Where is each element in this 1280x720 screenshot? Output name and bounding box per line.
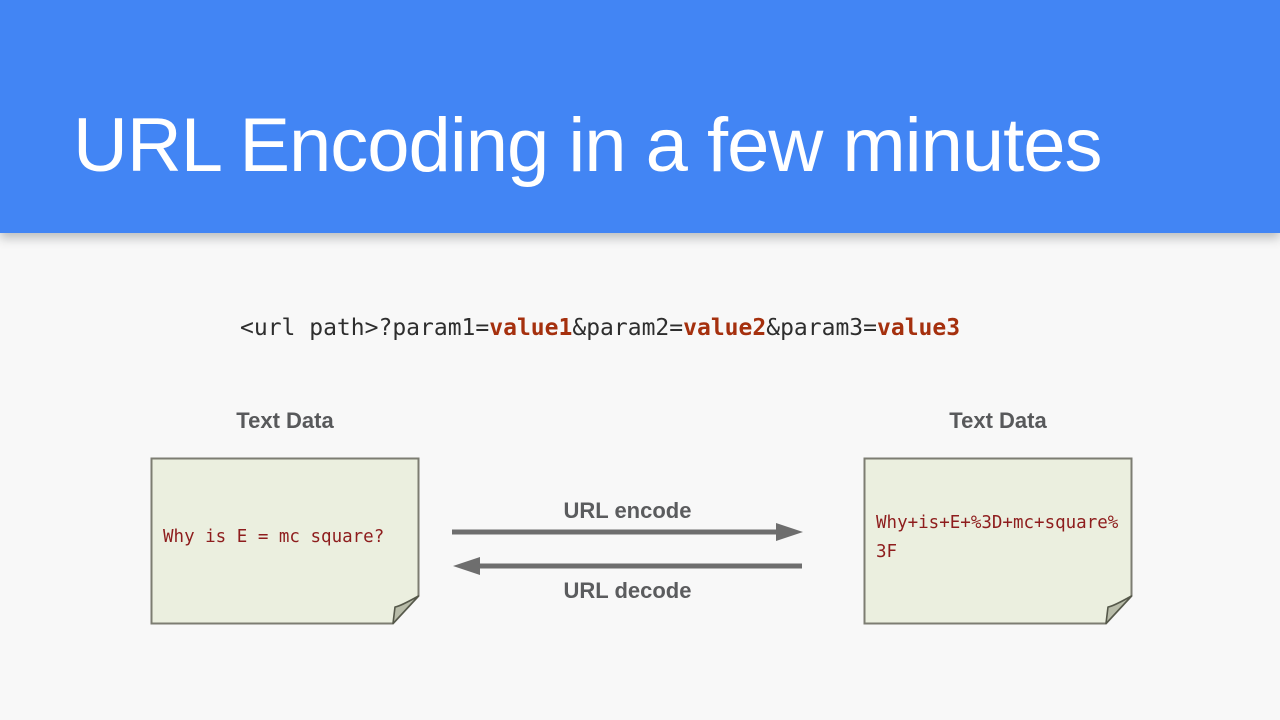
arrows-graphic [452,523,803,575]
note-shape [150,457,420,625]
url-template-line: <url path>?param1=value1&param2=value2&p… [240,312,960,344]
note-shape [863,457,1133,625]
plain-text-content: Why is E = mc square? [163,527,385,547]
url-value3: value3 [877,315,961,341]
encoded-text-content: Why+is+E+%3D+mc+square% 3F [876,509,1118,567]
left-text-data-label: Text Data [236,408,334,433]
encode-decode-arrows-group: URL encode URL decode [445,0,810,720]
url-path-segment: <url path>?param1= [240,315,490,341]
slide-title: URL Encoding in a few minutes [73,103,1103,188]
header-band: URL Encoding in a few minutes [0,0,1280,233]
right-arrowhead-icon [776,523,803,541]
folded-corner-icon [392,595,420,625]
left-note-card: Why is E = mc square? [150,457,420,625]
url-encode-label: URL encode [563,498,692,523]
url-value2: value2 [683,315,767,341]
right-text-data-label: Text Data [949,408,1047,433]
left-arrowhead-icon [453,557,480,575]
url-param3-segment: &param3= [766,315,877,341]
url-param2-segment: &param2= [572,315,684,341]
folded-corner-icon [1105,595,1133,625]
url-value1: value1 [489,315,573,341]
right-note-card: Why+is+E+%3D+mc+square% 3F [863,457,1133,625]
encoded-text-line2: 3F [876,541,898,562]
encoded-text-line1: Why+is+E+%3D+mc+square% [876,513,1119,533]
url-decode-label: URL decode [563,578,692,603]
